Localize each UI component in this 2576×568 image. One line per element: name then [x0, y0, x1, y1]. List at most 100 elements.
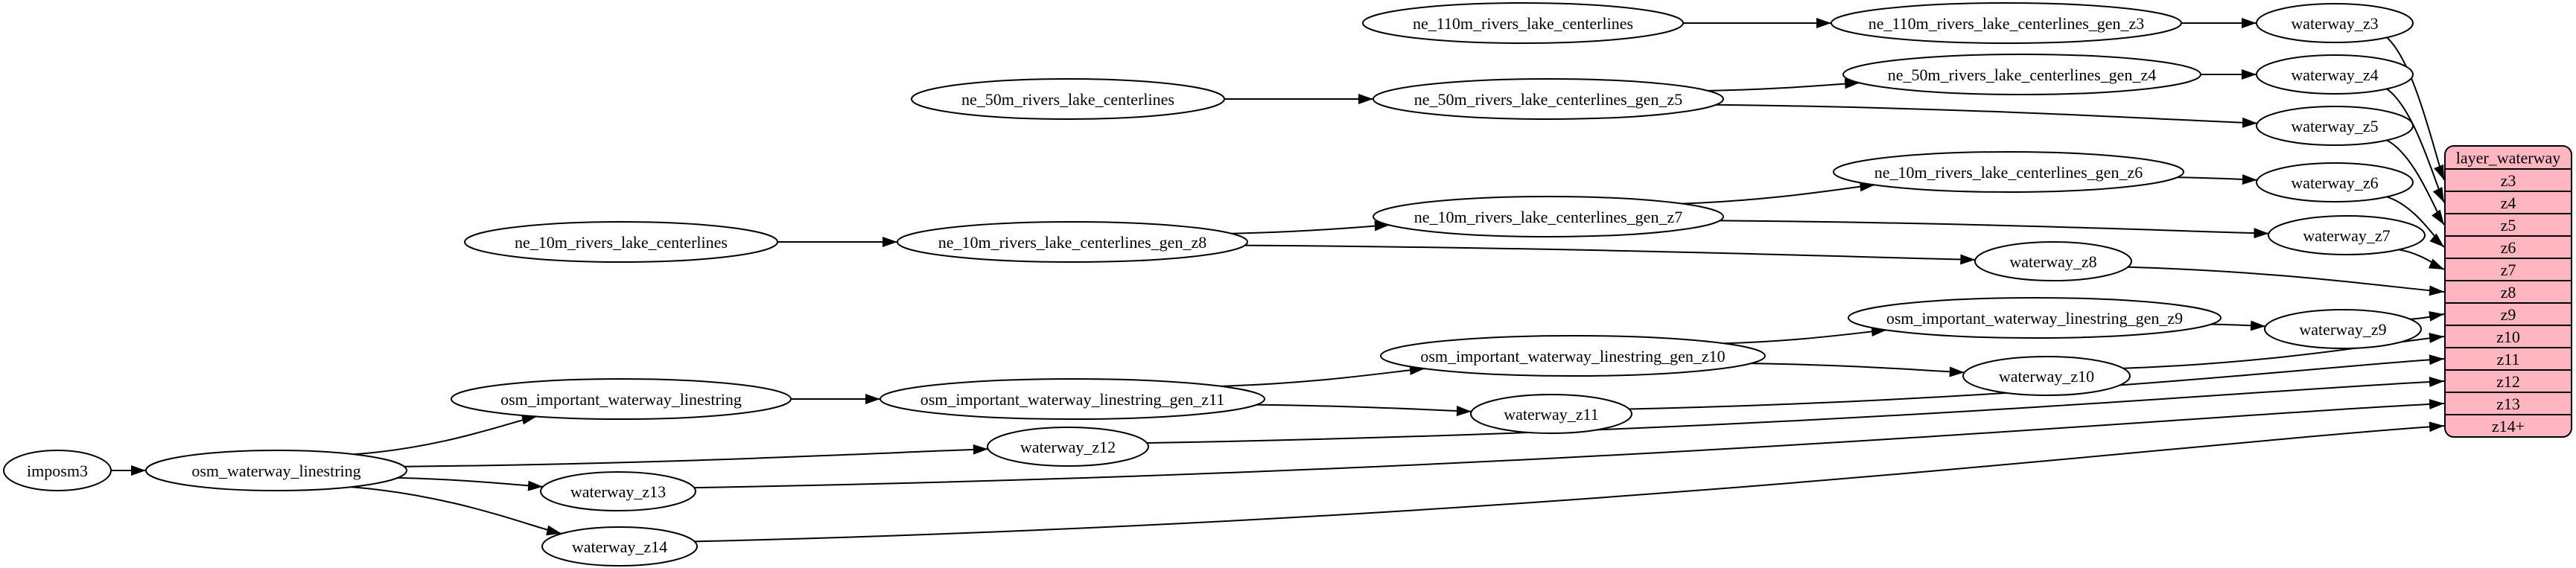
node-label: ne_10m_rivers_lake_centerlines	[515, 233, 728, 252]
node-ellipse	[2268, 215, 2426, 255]
node-waterway_z10: waterway_z10	[1962, 356, 2131, 396]
node-ellipse	[2256, 54, 2414, 95]
node-label: ne_10m_rivers_lake_centerlines_gen_z8	[938, 233, 1206, 252]
node-label: osm_important_waterway_linestring_gen_z9	[1886, 309, 2183, 328]
record-row-z9: z9	[2501, 305, 2516, 324]
edge-osm_waterway_linestring-to-waterway_z14	[351, 486, 562, 536]
node-label: waterway_z9	[2299, 320, 2386, 339]
node-label: waterway_z7	[2303, 226, 2390, 245]
edge-waterway_z10-to-row-z10	[2122, 333, 2445, 369]
node-ellipse	[145, 450, 407, 491]
node-waterway_z5: waterway_z5	[2256, 106, 2414, 146]
record-row-z4: z4	[2501, 194, 2516, 212]
node-ellipse	[1470, 394, 1632, 434]
node-label: ne_110m_rivers_lake_centerlines_gen_z3	[1869, 14, 2145, 33]
edge-waterway_z13-to-row-z13	[694, 398, 2445, 489]
node-ellipse	[1974, 241, 2132, 281]
node-ne_10m_rivers_lake_centerlines: ne_10m_rivers_lake_centerlines	[464, 221, 778, 263]
record-row-z12: z12	[2496, 372, 2520, 391]
node-ellipse	[1380, 335, 1766, 377]
record-title: layer_waterway	[2456, 149, 2560, 167]
node-waterway_z13: waterway_z13	[540, 471, 696, 511]
edge-ne_50m_rivers_lake_centerlines_gen_z5-to-ne_50m_rivers_lake_centerlines_gen_z4	[1708, 78, 1860, 92]
record-row-z8: z8	[2501, 283, 2516, 301]
node-label: osm_waterway_linestring	[191, 462, 360, 480]
node-ne_50m_rivers_lake_centerlines_gen_z5: ne_50m_rivers_lake_centerlines_gen_z5	[1373, 78, 1724, 120]
node-ellipse	[1833, 151, 2184, 193]
node-label: ne_50m_rivers_lake_centerlines_gen_z4	[1888, 66, 2156, 84]
edge-waterway_z9-to-row-z9	[2410, 310, 2445, 322]
node-waterway_z6: waterway_z6	[2256, 162, 2414, 202]
node-ne_10m_rivers_lake_centerlines_gen_z7: ne_10m_rivers_lake_centerlines_gen_z7	[1373, 196, 1724, 237]
node-ellipse	[1373, 78, 1724, 120]
node-label: ne_10m_rivers_lake_centerlines_gen_z6	[1874, 163, 2143, 182]
node-ne_110m_rivers_lake_centerlines_gen_z3: ne_110m_rivers_lake_centerlines_gen_z3	[1831, 2, 2182, 44]
node-waterway_z12: waterway_z12	[987, 427, 1149, 467]
record-row-z11: z11	[2497, 350, 2520, 368]
edge-waterway_z6-to-row-z6	[2386, 196, 2445, 248]
node-ne_50m_rivers_lake_centerlines: ne_50m_rivers_lake_centerlines	[911, 78, 1225, 120]
node-label: ne_110m_rivers_lake_centerlines	[1413, 14, 1633, 33]
edge-osm_important_waterway_linestring_gen_z11-to-osm_important_waterway_linestring_gen_z10	[1220, 364, 1425, 387]
node-label: waterway_z13	[570, 482, 666, 501]
edge-osm_important_waterway_linestring_gen_z10-to-osm_important_waterway_linestring_gen_z9	[1723, 326, 1887, 345]
node-ellipse	[1831, 2, 2182, 44]
record-row-z7: z7	[2501, 261, 2516, 279]
node-label: waterway_z5	[2291, 117, 2378, 135]
node-osm_important_waterway_linestring_gen_z9: osm_important_waterway_linestring_gen_z9	[1848, 297, 2222, 339]
edge-ne_10m_rivers_lake_centerlines_gen_z7-to-ne_10m_rivers_lake_centerlines_gen_z6	[1682, 181, 1875, 205]
edge-ne_10m_rivers_lake_centerlines_gen_z7-to-waterway_z7	[1720, 220, 2269, 239]
node-osm_important_waterway_linestring_gen_z11: osm_important_waterway_linestring_gen_z1…	[880, 378, 1265, 420]
node-osm_waterway_linestring: osm_waterway_linestring	[145, 450, 407, 491]
edge-waterway_z5-to-row-z5	[2386, 139, 2445, 226]
node-ellipse	[451, 378, 792, 420]
edge-osm_important_waterway_linestring_gen_z11-to-waterway_z11	[1256, 403, 1472, 417]
node-label: ne_50m_rivers_lake_centerlines	[961, 90, 1174, 109]
record-row-z14+: z14+	[2492, 417, 2525, 435]
record-row-z3: z3	[2501, 171, 2516, 190]
node-label: osm_important_waterway_linestring_gen_z1…	[920, 390, 1225, 409]
node-ellipse	[464, 221, 778, 263]
node-ne_10m_rivers_lake_centerlines_gen_z8: ne_10m_rivers_lake_centerlines_gen_z8	[897, 221, 1248, 263]
node-ellipse	[880, 378, 1265, 420]
node-label: osm_important_waterway_linestring_gen_z1…	[1420, 347, 1725, 366]
node-ellipse	[1362, 2, 1684, 44]
node-label: ne_50m_rivers_lake_centerlines_gen_z5	[1414, 90, 1682, 109]
node-waterway_z8: waterway_z8	[1974, 241, 2132, 281]
edge-osm_important_waterway_linestring_gen_z9-to-waterway_z9	[2210, 320, 2266, 331]
edge-waterway_z4-to-row-z4	[2386, 88, 2445, 203]
node-ne_50m_rivers_lake_centerlines_gen_z4: ne_50m_rivers_lake_centerlines_gen_z4	[1842, 54, 2201, 95]
record-row-z6: z6	[2501, 238, 2516, 257]
edge-osm_waterway_linestring-to-osm_important_waterway_linestring	[354, 414, 538, 456]
node-label: waterway_z8	[2009, 252, 2096, 271]
node-ne_10m_rivers_lake_centerlines_gen_z6: ne_10m_rivers_lake_centerlines_gen_z6	[1833, 151, 2184, 193]
node-waterway_z3: waterway_z3	[2256, 3, 2414, 43]
node-label: waterway_z11	[1504, 405, 1598, 424]
node-label: waterway_z10	[1999, 367, 2094, 386]
node-ellipse	[911, 78, 1225, 120]
node-ellipse	[541, 526, 698, 567]
edge-osm_important_waterway_linestring_gen_z10-to-waterway_z10	[1751, 363, 1965, 377]
node-ellipse	[2256, 106, 2414, 146]
edge-waterway_z7-to-row-z7	[2398, 249, 2445, 270]
edge-waterway_z3-to-row-z3	[2386, 36, 2445, 181]
record-row-z5: z5	[2501, 216, 2516, 234]
record-body	[2444, 145, 2572, 438]
node-ellipse	[3, 450, 112, 491]
edge-osm_waterway_linestring-to-waterway_z12	[404, 444, 988, 468]
node-waterway_z4: waterway_z4	[2256, 54, 2414, 95]
node-waterway_z14: waterway_z14	[541, 526, 698, 567]
node-label: imposm3	[27, 462, 88, 480]
node-ellipse	[1848, 297, 2222, 339]
node-ellipse	[540, 471, 696, 511]
node-label: waterway_z6	[2291, 173, 2378, 192]
node-ellipse	[1842, 54, 2201, 95]
edge-ne_10m_rivers_lake_centerlines_gen_z8-to-waterway_z8	[1244, 244, 1976, 265]
node-label: waterway_z14	[572, 537, 667, 556]
node-ellipse	[1373, 196, 1724, 237]
edge-osm_waterway_linestring-to-waterway_z13	[397, 476, 544, 491]
record-layer-waterway: layer_waterwayz3z4z5z6z7z8z9z10z11z12z13…	[2444, 145, 2572, 438]
edge-waterway_z11-to-row-z11	[1629, 354, 2445, 410]
node-ellipse	[2256, 162, 2414, 202]
